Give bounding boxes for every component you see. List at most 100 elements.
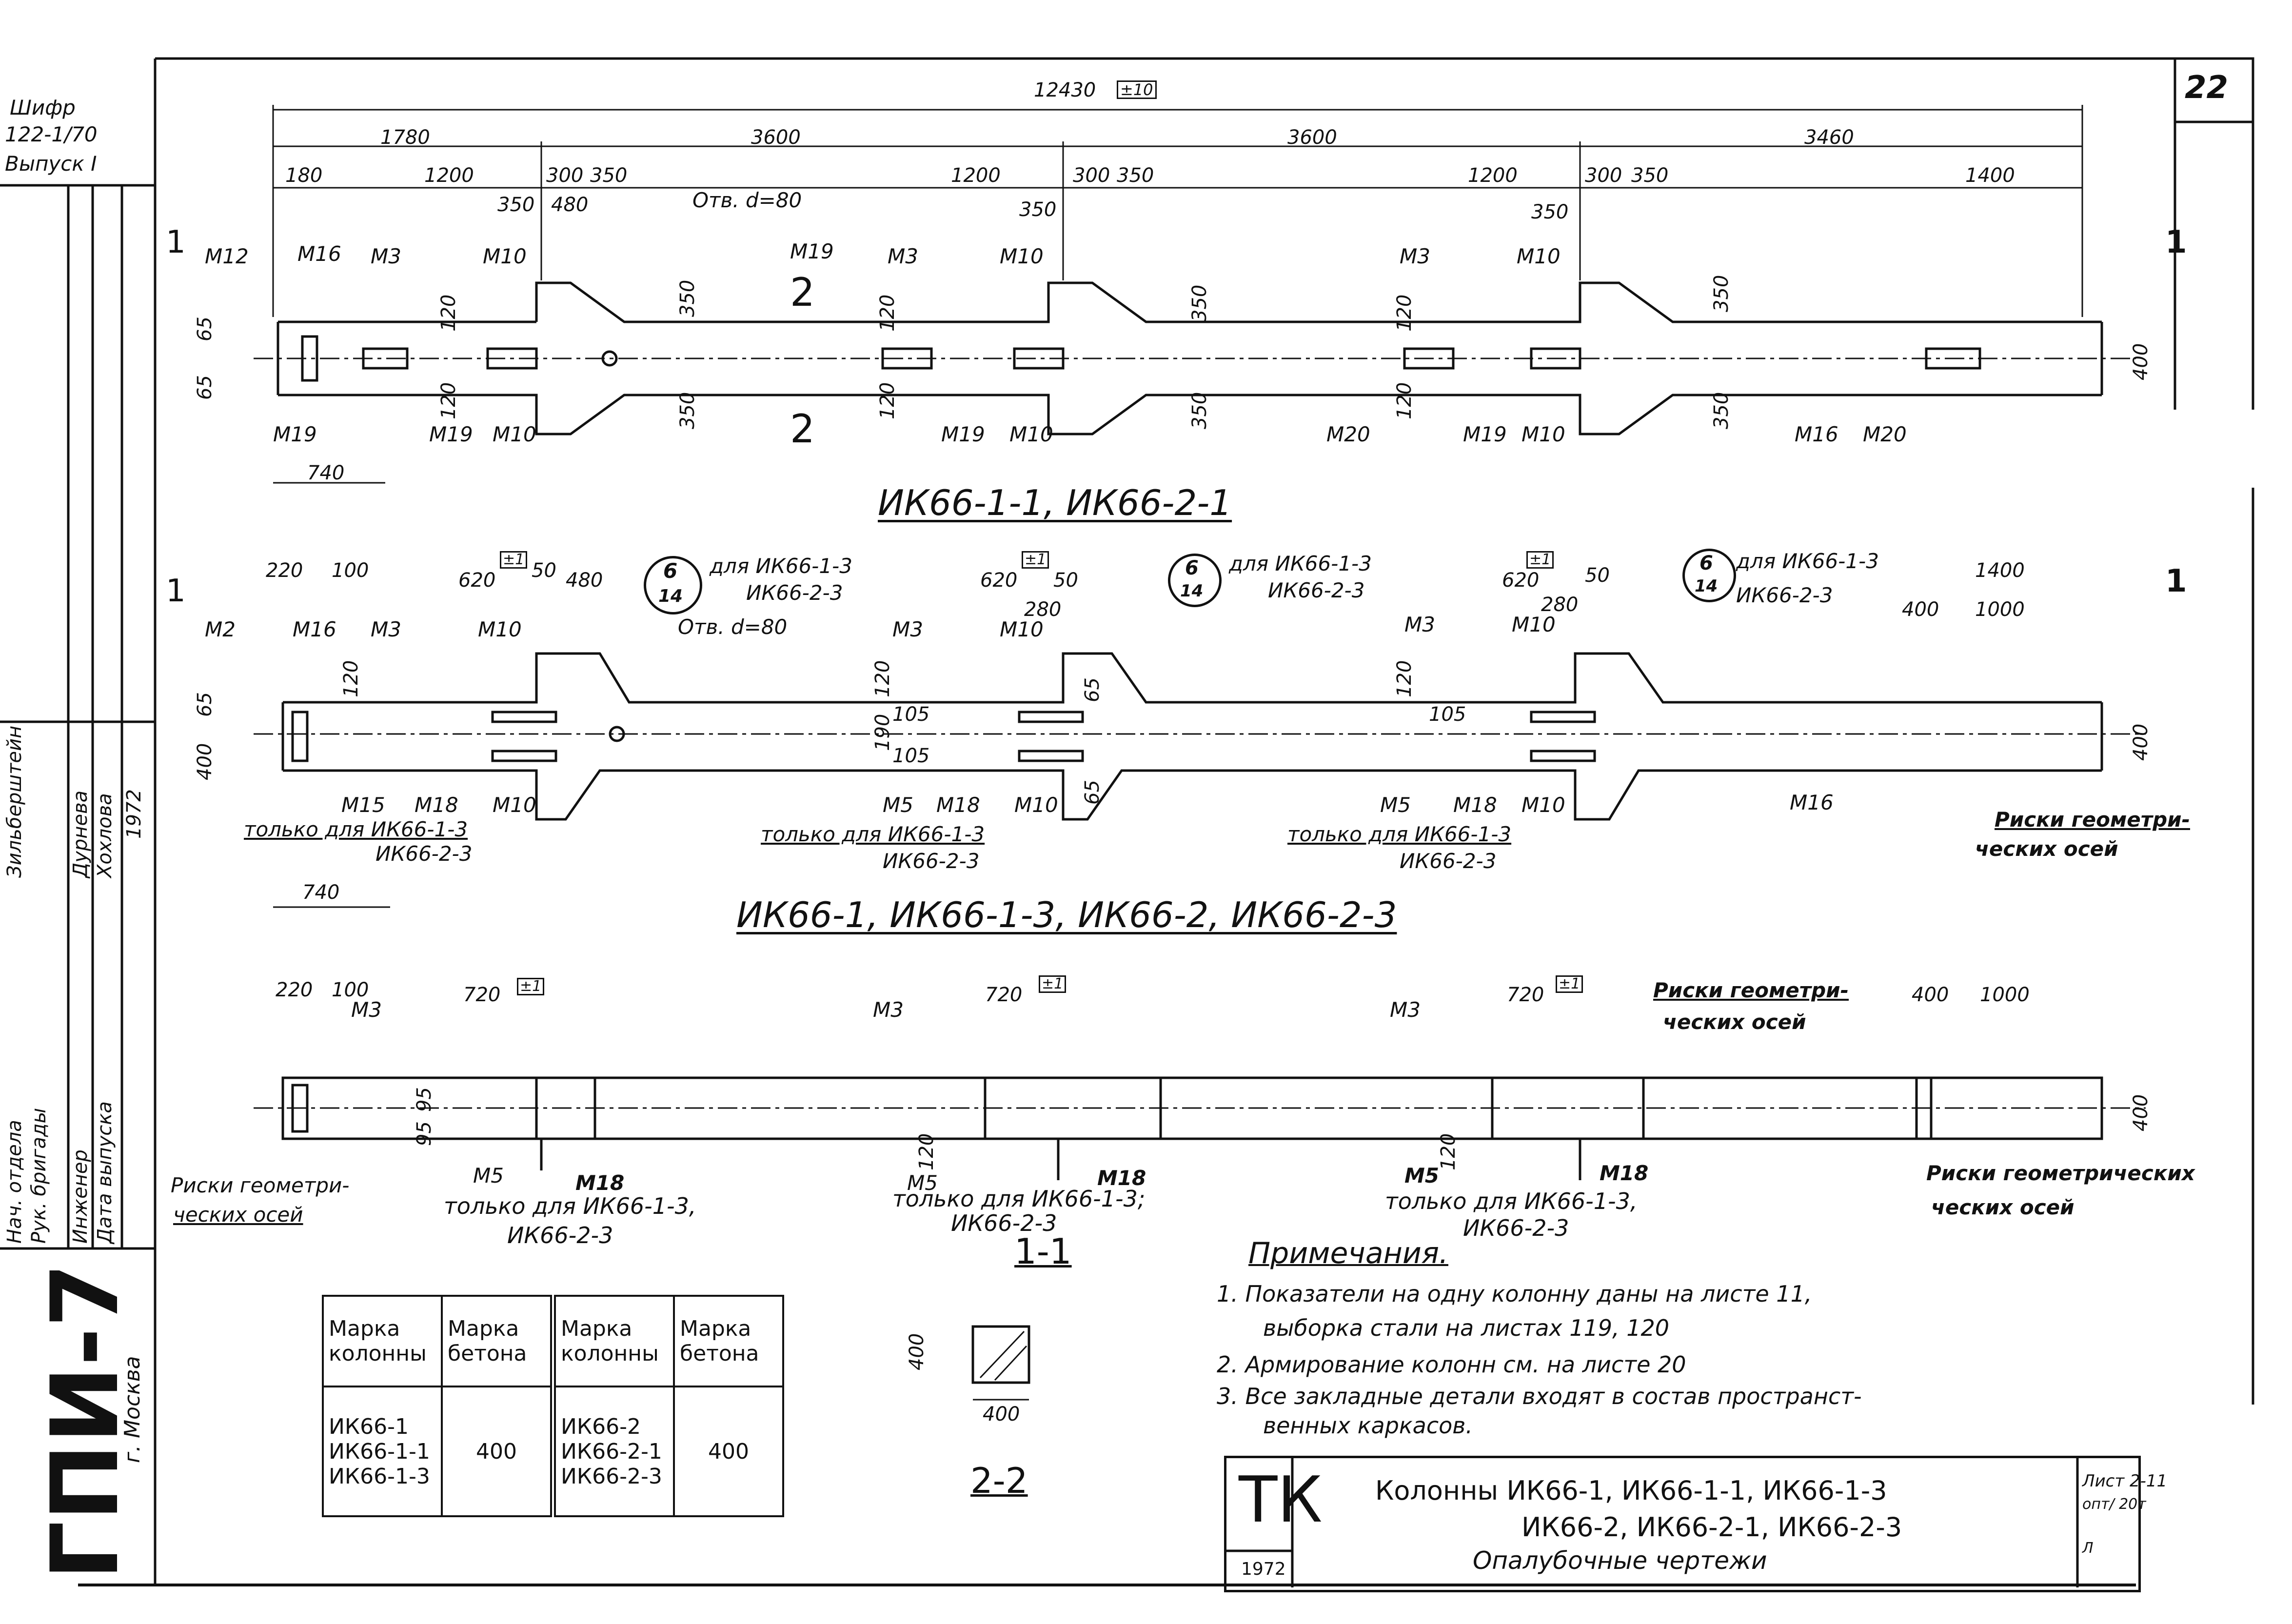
plan-dim-300-c: 300 — [1585, 164, 1622, 187]
elev-tol-c: ±1 — [1526, 551, 1554, 569]
elev-only-for-c1: только для ИК66-1-3 — [1287, 822, 1512, 846]
elev-part-m18: M18 — [415, 793, 458, 817]
s11-part-m5-b: M5 — [907, 1171, 938, 1195]
note-2: 2. Армирование колонн см. на листе 20 — [1217, 1351, 1686, 1378]
elev-callout-num-c: 6 — [1699, 552, 1713, 574]
table-right-mark-1: ИК66-2 — [561, 1414, 641, 1439]
elev-section-mark-left: 1 — [166, 573, 186, 609]
plan-part-m10-f: M10 — [1521, 422, 1565, 446]
elev-h-65-c: 65 — [1081, 780, 1104, 805]
s11-axes-note-right-2: ческих осей — [1931, 1195, 2075, 1219]
plan-h-120-c: 120 — [876, 294, 899, 332]
plan-dim-1400: 1400 — [1965, 164, 2015, 187]
s11-only-for-c1: только для ИК66-1-3, — [1385, 1188, 1638, 1214]
plan-dim-350-e: 350 — [1631, 164, 1669, 187]
elev-dim-620-a: 620 — [458, 569, 496, 592]
elev-part-m10-c: M10 — [1512, 613, 1556, 636]
elev-tol-a: ±1 — [500, 551, 528, 569]
series-code-label: Шифр — [10, 96, 76, 119]
elev-part-m3-b: M3 — [892, 617, 923, 641]
elev-axes-note-1: Риски геометри- — [1995, 808, 2191, 832]
elev-hole-label: Отв. d=80 — [678, 615, 788, 639]
plan-part-m16: M16 — [297, 242, 341, 266]
elevation-view-outline — [254, 652, 2146, 821]
table-right-grade: 400 — [673, 1386, 784, 1517]
s11-part-m18-c: M18 — [1600, 1161, 1649, 1185]
note-3: 3. Все закладные детали входят в состав … — [1217, 1383, 1862, 1409]
name-date: 1972 — [123, 789, 145, 839]
elev-only-for-b2: ИК66-2-3 — [883, 849, 980, 873]
plan-dim-180: 180 — [285, 164, 323, 187]
name-engineer: Хохлова — [94, 793, 116, 878]
elev-dim-480: 480 — [566, 569, 603, 592]
s11-dim-100: 100 — [332, 979, 369, 1001]
s11-only-for-a1: только для ИК66-1-3, — [444, 1193, 696, 1219]
s11-h-95-b: 95 — [413, 1121, 435, 1146]
elev-dim-1400: 1400 — [1975, 559, 2025, 582]
plan-part-m10-e: M10 — [1009, 422, 1053, 446]
plan-h-350-d: 350 — [1188, 392, 1211, 429]
plan-section-mark-1-left: 1 — [166, 224, 186, 260]
s11-part-m18-a: M18 — [575, 1171, 625, 1195]
elev-dim-190-b: 190 — [871, 713, 894, 751]
s11-only-for-b2: ИК66-2-3 — [951, 1210, 1057, 1236]
plan-part-m12: M12 — [205, 244, 249, 268]
s11-part-m5-a: M5 — [473, 1164, 504, 1188]
title-block-sheet-sub: опт/ 20т — [2082, 1496, 2146, 1513]
elev-part-m10-b: M10 — [1000, 617, 1044, 641]
elev-callout-circle-a — [644, 556, 702, 614]
elev-dim-740: 740 — [302, 881, 340, 904]
elev-only-for-c2: ИК66-2-3 — [1400, 849, 1497, 873]
plan-part-m10-d: M10 — [493, 422, 536, 446]
plan-view-outline — [254, 281, 2136, 436]
plan-dim-1200-a: 1200 — [424, 164, 474, 187]
s11-h-120-c: 120 — [1437, 1133, 1460, 1170]
s11-axes-note-right-1: Риски геометрических — [1926, 1161, 2195, 1185]
elev-callout-sheet-b: 14 — [1180, 581, 1204, 601]
elev-h-120: 120 — [340, 660, 362, 697]
elev-part-m18-c: M18 — [1453, 793, 1497, 817]
plan-span-1: 1780 — [380, 126, 430, 149]
plan-overall-dim: 12430 — [1034, 79, 1096, 101]
s11-h-400: 400 — [2130, 1094, 2152, 1131]
table-left-mark-2: ИК66-1-1 — [329, 1439, 430, 1464]
s11-dim-400: 400 — [1912, 984, 1949, 1006]
title-block — [1224, 1456, 2141, 1592]
title-block-logo: ТК — [1239, 1463, 1323, 1537]
table-left-marks: ИК66-1 ИК66-1-1 ИК66-1-3 — [322, 1386, 443, 1517]
elev-only-for-a2: ИК66-2-3 — [375, 842, 473, 866]
stamp-gpi: ГПИ-7 — [31, 1263, 139, 1580]
series-issue: Выпуск I — [5, 152, 97, 176]
table-header-grade-left: Марка бетона — [441, 1295, 554, 1387]
s11-tol-a: ±1 — [517, 978, 545, 995]
s11-only-for-c2: ИК66-2-3 — [1463, 1215, 1569, 1241]
elev-callout-note-a1: для ИК66-1-3 — [710, 554, 852, 578]
elev-dim-50-b: 50 — [1053, 569, 1078, 592]
s11-dim-720-a: 720 — [463, 984, 501, 1006]
table-right-mark-2: ИК66-2-1 — [561, 1439, 662, 1464]
name-head: Зильберштейн — [3, 725, 26, 878]
elev-callout-sheet-a: 14 — [658, 586, 683, 606]
elev-callout-num-b: 6 — [1185, 557, 1199, 579]
elev-dim-100: 100 — [332, 559, 369, 582]
title-block-sheet-l: Л — [2082, 1540, 2094, 1557]
name-lead: Дурнева — [69, 790, 92, 878]
plan-part-m19-c: M19 — [941, 422, 985, 446]
elev-callout-note-b1: для ИК66-1-3 — [1229, 552, 1372, 575]
elev-part-m10: M10 — [478, 617, 522, 641]
sheet-number: 22 — [2185, 70, 2229, 106]
elev-dim-620-b: 620 — [980, 569, 1018, 592]
s11-part-m18-b: M18 — [1097, 1166, 1146, 1190]
role-lead: Рук. бригады — [28, 1108, 50, 1244]
elev-callout-num-a: 6 — [663, 559, 678, 583]
s11-dim-1000: 1000 — [1980, 984, 2030, 1006]
notes-heading: Примечания. — [1248, 1236, 1448, 1270]
s11-axes-note-2: ческих осей — [173, 1203, 303, 1227]
elev-h-65-top: 65 — [194, 692, 216, 717]
s22-width: 400 — [983, 1403, 1020, 1426]
note-1-cont: выборка стали на листах 119, 120 — [1263, 1315, 1670, 1341]
elev-part-m5-b: M5 — [883, 793, 913, 817]
plan-part-m3-c: M3 — [1400, 244, 1430, 268]
s11-part-m3-c: M3 — [1390, 998, 1421, 1022]
elev-part-m10-d: M10 — [493, 793, 536, 817]
